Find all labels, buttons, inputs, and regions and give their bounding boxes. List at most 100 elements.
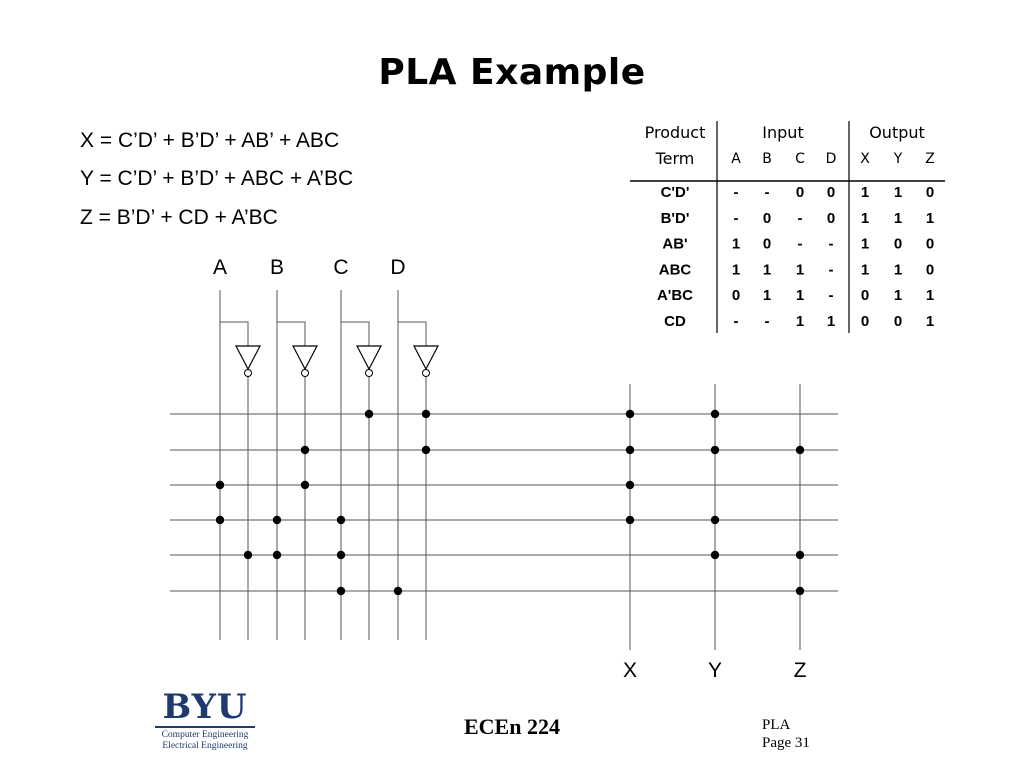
connection-dot — [795, 550, 805, 560]
inverter-symbol — [413, 345, 439, 371]
table-cell-output: 1 — [861, 184, 869, 201]
inverter-bubble — [365, 369, 373, 377]
connection-dot — [795, 445, 805, 455]
logo-rule — [155, 726, 255, 728]
connection-dot — [300, 445, 310, 455]
table-cell-output: 1 — [926, 287, 934, 304]
inverter-symbol — [235, 345, 261, 371]
inverter-bubble — [301, 369, 309, 377]
topic-label: PLA — [762, 717, 791, 733]
logo-line-2: Electrical Engineering — [162, 741, 248, 751]
table-cell-input: - — [829, 287, 834, 304]
table-col-input-d: D — [826, 151, 837, 167]
connection-dot — [710, 515, 720, 525]
logo-word: BYU — [162, 687, 248, 727]
table-term-1: C'D' — [661, 184, 690, 201]
table-cell-input: 1 — [796, 261, 804, 278]
page-number: Page 31 — [762, 735, 810, 751]
table-cell-input: 0 — [827, 210, 835, 227]
table-cell-output: 1 — [894, 210, 902, 227]
connection-dot — [795, 586, 805, 596]
connection-dot — [421, 409, 431, 419]
connection-dot — [215, 480, 225, 490]
table-cell-output: 1 — [894, 184, 902, 201]
table-term-2: B'D' — [661, 210, 690, 227]
table-cell-output: 0 — [861, 287, 869, 304]
inverter-feed — [220, 321, 249, 346]
table-cell-input: 0 — [763, 236, 771, 253]
connection-dot — [393, 586, 403, 596]
table-term-5: A'BC — [657, 287, 693, 304]
table-cell-input: - — [734, 313, 739, 330]
input-label-b: B — [270, 256, 284, 279]
table-cell-input: - — [765, 313, 770, 330]
table-cell-output: 1 — [926, 210, 934, 227]
table-cell-input: 1 — [796, 313, 804, 330]
connection-dot — [215, 515, 225, 525]
table-col-output-z: Z — [925, 151, 935, 167]
inverter-symbol — [292, 345, 318, 371]
table-cell-input: - — [829, 236, 834, 253]
table-cell-input: - — [829, 261, 834, 278]
table-cell-input: 0 — [732, 287, 740, 304]
equation-x: X = C’D’ + B’D’ + AB’ + ABC — [80, 129, 340, 152]
table-cell-output: 0 — [861, 313, 869, 330]
table-cell-input: - — [765, 184, 770, 201]
page-label: PLA Page 31 — [762, 716, 810, 752]
table-header-product: Product — [645, 123, 706, 142]
equation-z: Z = B’D’ + CD + A’BC — [80, 206, 278, 229]
table-cell-input: 0 — [827, 184, 835, 201]
output-label-z: Z — [794, 659, 807, 682]
table-cell-input: - — [798, 236, 803, 253]
input-label-a: A — [213, 256, 227, 279]
inverter-feed — [398, 321, 427, 346]
table-cell-input: 1 — [763, 261, 771, 278]
connection-dot — [710, 550, 720, 560]
output-label-y: Y — [708, 659, 722, 682]
table-cell-input: - — [734, 184, 739, 201]
table-cell-output: 0 — [926, 261, 934, 278]
connection-dot — [300, 480, 310, 490]
inverter-feed — [341, 321, 370, 346]
table-cell-input: 1 — [732, 261, 740, 278]
connection-dot — [272, 515, 282, 525]
table-col-output-x: X — [860, 151, 870, 167]
input-label-d: D — [390, 256, 405, 279]
connection-dot — [421, 445, 431, 455]
table-cell-input: - — [734, 210, 739, 227]
table-cell-output: 1 — [861, 261, 869, 278]
course-label: ECEn 224 — [464, 714, 560, 739]
table-col-input-a: A — [731, 151, 741, 167]
table-cell-input: 1 — [763, 287, 771, 304]
connection-dot — [364, 409, 374, 419]
table-cell-output: 1 — [861, 210, 869, 227]
connection-dot — [336, 586, 346, 596]
table-cell-output: 1 — [861, 236, 869, 253]
slide-title: PLA Example — [378, 52, 646, 93]
table-header-output: Output — [869, 123, 925, 142]
byu-logo: BYU Computer Engineering Electrical Engi… — [155, 690, 255, 752]
connection-dot — [272, 550, 282, 560]
table-col-input-c: C — [795, 151, 805, 167]
inverter-bubble — [244, 369, 252, 377]
table-col-input-b: B — [762, 151, 772, 167]
connection-dot — [625, 445, 635, 455]
table-cell-input: 1 — [796, 287, 804, 304]
connection-dot — [710, 409, 720, 419]
table-cell-output: 1 — [894, 287, 902, 304]
table-header-input: Input — [762, 123, 803, 142]
table-term-3: AB' — [662, 236, 687, 253]
connection-dot — [336, 550, 346, 560]
inverter-symbol — [356, 345, 382, 371]
input-label-c: C — [333, 256, 348, 279]
table-term-4: ABC — [659, 261, 692, 278]
table-cell-input: 1 — [827, 313, 835, 330]
table-cell-output: 1 — [926, 313, 934, 330]
table-cell-input: 1 — [732, 236, 740, 253]
inverter-bubble — [422, 369, 430, 377]
table-header-term: Term — [655, 149, 695, 168]
connection-dot — [243, 550, 253, 560]
inverter-feed — [277, 321, 306, 346]
connection-dot — [710, 445, 720, 455]
table-cell-output: 0 — [894, 313, 902, 330]
